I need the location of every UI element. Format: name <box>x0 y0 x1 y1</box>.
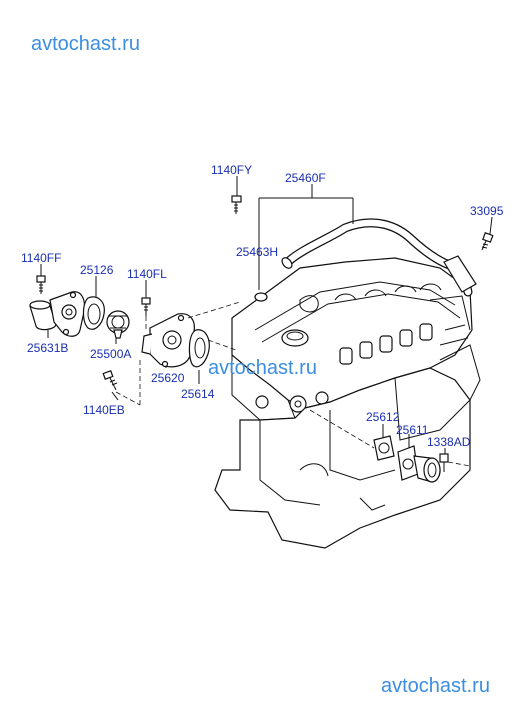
thermostat-housing-25620 <box>141 313 195 368</box>
water-fitting-25611 <box>397 445 441 483</box>
label-1140FY: 1140FY <box>211 163 252 177</box>
label-25126: 25126 <box>80 263 114 277</box>
bolt-1140FY <box>231 195 242 214</box>
watermark-bottom: avtochast.ru <box>381 675 490 697</box>
leader-lines <box>40 176 493 454</box>
watermark-top: avtochast.ru <box>31 33 140 55</box>
bypass-pipe <box>281 218 477 297</box>
gasket-25614 <box>188 329 210 368</box>
label-33095: 33095 <box>470 204 504 218</box>
bolt-1140FF <box>36 275 46 294</box>
label-1140FL: 1140FL <box>127 267 167 281</box>
alignment-dashes <box>115 301 471 467</box>
engine-block-drawing <box>214 257 481 549</box>
label-25614: 25614 <box>181 387 215 401</box>
label-1140FF: 1140FF <box>21 251 61 265</box>
part-number-labels: 1140FY 25460F 33095 25463H 1140FF 25126 … <box>21 163 504 449</box>
label-1338AD: 1338AD <box>427 435 471 449</box>
bolt-1338AD <box>439 453 449 472</box>
label-25631B: 25631B <box>27 341 68 355</box>
gasket-25612 <box>373 435 395 461</box>
watermark-middle: avtochast.ru <box>208 357 317 379</box>
label-25463H: 25463H <box>236 245 278 259</box>
o-ring-25463H <box>254 292 268 302</box>
label-25500A: 25500A <box>90 347 131 361</box>
label-25460F: 25460F <box>285 171 326 185</box>
label-25612: 25612 <box>366 410 400 424</box>
thermostat-25500A <box>106 310 130 339</box>
bolt-1140FL <box>141 297 151 316</box>
watermarks: avtochast.ru avtochast.ru avtochast.ru <box>31 33 490 697</box>
bolt-33095 <box>481 232 494 251</box>
label-25611: 25611 <box>396 423 429 437</box>
water-inlet-fitting <box>29 291 86 337</box>
label-25620: 25620 <box>151 371 185 385</box>
bolt-1140EB <box>102 370 118 391</box>
label-1140EB: 1140EB <box>83 403 125 417</box>
gasket-25126 <box>82 296 105 330</box>
intake-ports <box>339 323 433 365</box>
